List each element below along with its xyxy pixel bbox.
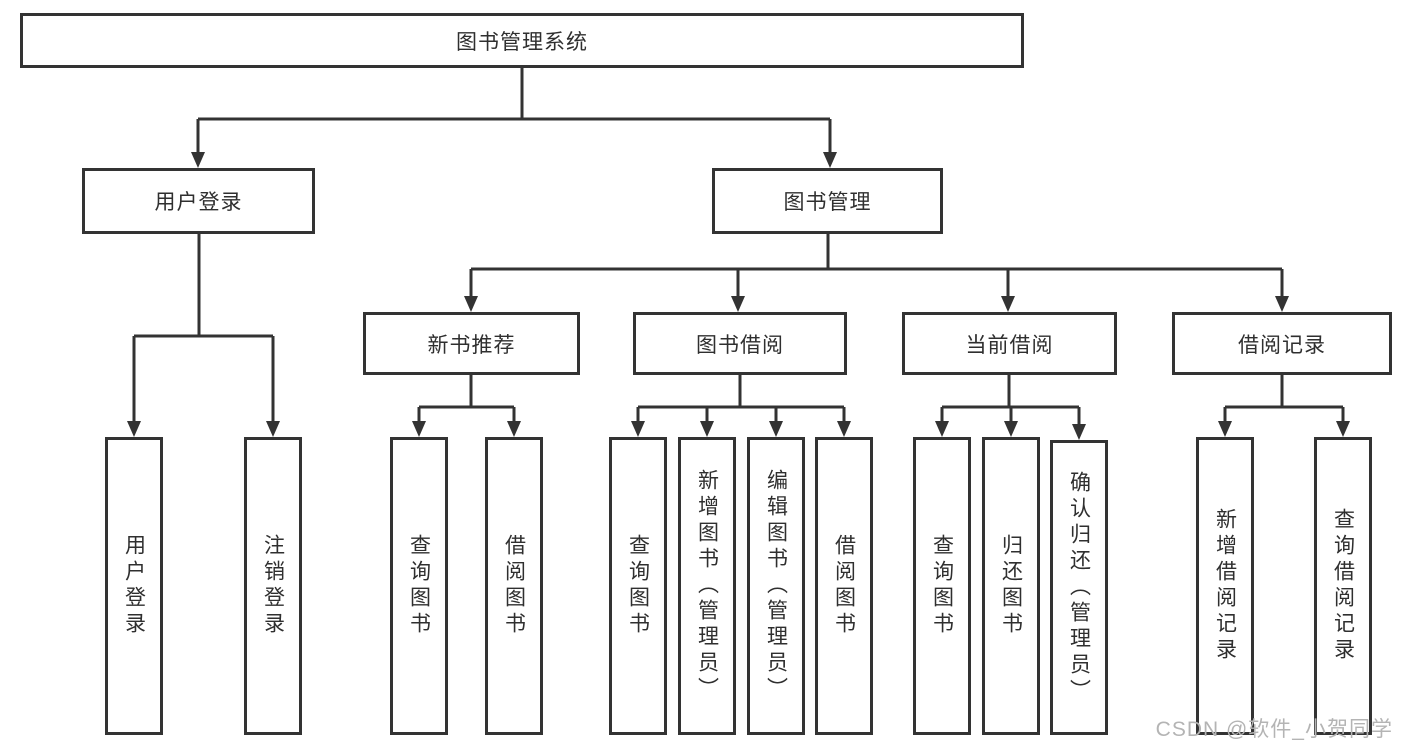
node-root-library-system: 图书管理系统 <box>20 13 1024 68</box>
leaf-newbook-borrow-label: 借阅图书 <box>502 534 526 638</box>
leaf-current-query: 查询图书 <box>913 437 971 735</box>
node-book-borrow-label: 图书借阅 <box>696 333 784 357</box>
leaf-record-query: 查询借阅记录 <box>1314 437 1372 735</box>
connector-userlogin-to-leaves <box>127 234 280 437</box>
csdn-watermark: CSDN @软件_小贺同学 <box>1155 718 1393 741</box>
leaf-current-return: 归还图书 <box>982 437 1040 735</box>
leaf-record-add: 新增借阅记录 <box>1196 437 1254 735</box>
leaf-current-return-label: 归还图书 <box>999 534 1023 638</box>
leaf-current-query-label: 查询图书 <box>930 534 954 638</box>
leaf-borrow-query: 查询图书 <box>609 437 667 735</box>
connector-borrow-to-leaves <box>631 375 851 437</box>
leaf-borrow-query-label: 查询图书 <box>626 534 650 638</box>
leaf-current-confirm-admin: 确认归还（管理员） <box>1050 440 1108 735</box>
leaf-logout: 注销登录 <box>244 437 302 735</box>
connector-root-to-level2 <box>191 68 837 168</box>
leaf-record-add-label: 新增借阅记录 <box>1213 508 1237 664</box>
leaf-borrow-add-admin-label: 新增图书（管理员） <box>695 469 719 703</box>
node-user-login: 用户登录 <box>82 168 315 234</box>
node-borrow-records: 借阅记录 <box>1172 312 1392 375</box>
leaf-borrow-add-admin: 新增图书（管理员） <box>678 437 736 735</box>
connector-current-to-leaves <box>935 375 1086 440</box>
leaf-borrow-edit-admin: 编辑图书（管理员） <box>747 437 805 735</box>
node-current-borrow-label: 当前借阅 <box>965 333 1054 357</box>
node-borrow-records-label: 借阅记录 <box>1238 333 1326 357</box>
node-new-book-recommend: 新书推荐 <box>363 312 580 375</box>
connector-records-to-leaves <box>1218 375 1350 437</box>
node-book-borrow: 图书借阅 <box>633 312 847 375</box>
leaf-borrow-book: 借阅图书 <box>815 437 873 735</box>
leaf-borrow-book-label: 借阅图书 <box>832 534 856 638</box>
connector-newbook-to-leaves <box>412 375 521 437</box>
node-book-management: 图书管理 <box>712 168 943 234</box>
leaf-current-confirm-admin-label: 确认归还（管理员） <box>1067 470 1091 705</box>
connector-bookmgmt-to-level3 <box>464 234 1289 312</box>
node-user-login-label: 用户登录 <box>154 191 243 214</box>
node-book-management-label: 图书管理 <box>783 191 872 214</box>
leaf-user-login-label: 用户登录 <box>122 534 146 638</box>
leaf-user-login: 用户登录 <box>105 437 163 735</box>
leaf-logout-label: 注销登录 <box>261 534 285 638</box>
node-root-label: 图书管理系统 <box>456 30 588 54</box>
leaf-newbook-query-label: 查询图书 <box>407 534 431 638</box>
node-new-book-recommend-label: 新书推荐 <box>427 333 516 357</box>
leaf-newbook-query: 查询图书 <box>390 437 448 735</box>
leaf-borrow-edit-admin-label: 编辑图书（管理员） <box>764 469 788 703</box>
leaf-record-query-label: 查询借阅记录 <box>1331 508 1355 664</box>
leaf-newbook-borrow: 借阅图书 <box>485 437 543 735</box>
node-current-borrow: 当前借阅 <box>902 312 1117 375</box>
